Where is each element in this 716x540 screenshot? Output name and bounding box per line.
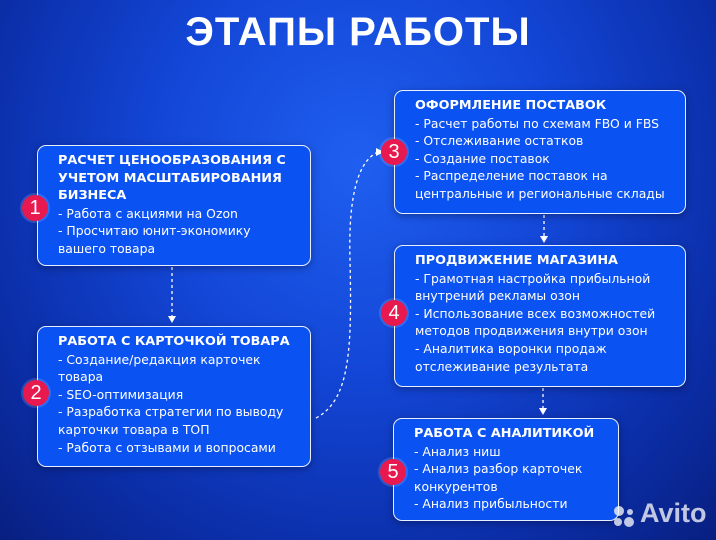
step-line: - Разработка стратегии по выводу xyxy=(58,404,284,420)
step-number-badge: 1 xyxy=(22,195,48,221)
step-number-badge: 5 xyxy=(380,459,406,485)
step-line: - SEO-оптимизация xyxy=(58,386,184,402)
arrow-2-3 xyxy=(315,151,379,419)
step-line: - Расчет работы по схемам FBO и FBS xyxy=(415,115,659,131)
step-line: - Аналитика воронки продаж xyxy=(415,340,607,356)
step-card-1: РАСЧЕТ ЦЕНООБРАЗОВАНИЯ С УЧЕТОМ МАСШТАБИР… xyxy=(37,145,311,266)
heading-line: РАСЧЕТ ЦЕНООБРАЗОВАНИЯ С xyxy=(58,153,286,168)
avito-watermark: Avito xyxy=(640,498,707,528)
page-title: ЭТАПЫ РАБОТЫ xyxy=(185,10,531,54)
step-line: - Работа с отзывами и вопросами xyxy=(58,439,276,455)
step-line: - Распределение поставок на xyxy=(415,168,608,184)
step-heading: РАБОТА С КАРТОЧКОЙ ТОВАРА xyxy=(58,334,290,349)
heading-line: УЧЕТОМ МАСШТАБИРОВАНИЯ xyxy=(58,170,282,186)
step-card-5: РАБОТА С АНАЛИТИКОЙ - Анализ ниш - Анали… xyxy=(393,418,619,521)
step-line: - Просчитаю юнит-экономику xyxy=(58,223,251,239)
step-line: - Анализ прибыльности xyxy=(414,496,568,512)
step-card-2: РАБОТА С КАРТОЧКОЙ ТОВАРА - Создание/ред… xyxy=(37,326,311,467)
step-line: - Создание поставок xyxy=(415,150,550,166)
step-line: - Использование всех возможностей xyxy=(415,305,656,321)
step-line: - Грамотная настройка прибыльной xyxy=(415,270,651,286)
step-line: - Анализ ниш xyxy=(414,443,501,459)
step-line: - Отслеживание остатков xyxy=(415,133,584,149)
step-line: - Создание/редакция карточек xyxy=(58,351,261,367)
step-number-badge: 4 xyxy=(381,300,407,326)
step-number-badge: 3 xyxy=(381,139,407,165)
step-heading: РАБОТА С АНАЛИТИКОЙ xyxy=(414,426,595,441)
step-line: методов продвижения внутри озон xyxy=(415,323,648,339)
step-number-badge: 2 xyxy=(23,380,49,406)
step-heading: РАСЧЕТ ЦЕНООБРАЗОВАНИЯ С УЧЕТОМ МАСШТАБИР… xyxy=(58,152,300,205)
step-heading: ПРОДВИЖЕНИЕ МАГАЗИНА xyxy=(415,253,618,268)
step-line: - Работа с акциями на Ozon xyxy=(58,205,238,221)
avito-logo-icon xyxy=(614,506,634,527)
step-card-3: ОФОРМЛЕНИЕ ПОСТАВОК - Расчет работы по с… xyxy=(394,90,686,214)
step-line: вашего товара xyxy=(58,240,156,256)
step-line: карточки товара в ТОП xyxy=(58,421,210,437)
step-heading: ОФОРМЛЕНИЕ ПОСТАВОК xyxy=(415,98,607,113)
heading-line: БИЗНЕСА xyxy=(58,188,127,204)
step-card-4: ПРОДВИЖЕНИЕ МАГАЗИНА - Грамотная настрой… xyxy=(394,245,686,387)
step-line: конкурентов xyxy=(414,478,498,494)
step-line: товара xyxy=(58,369,104,385)
step-line: отслеживание результата xyxy=(415,358,589,374)
step-line: центральные и региональные склады xyxy=(415,185,665,201)
step-line: внутрений рекламы озон xyxy=(415,288,580,304)
step-line: - Анализ разбор карточек xyxy=(414,461,583,477)
